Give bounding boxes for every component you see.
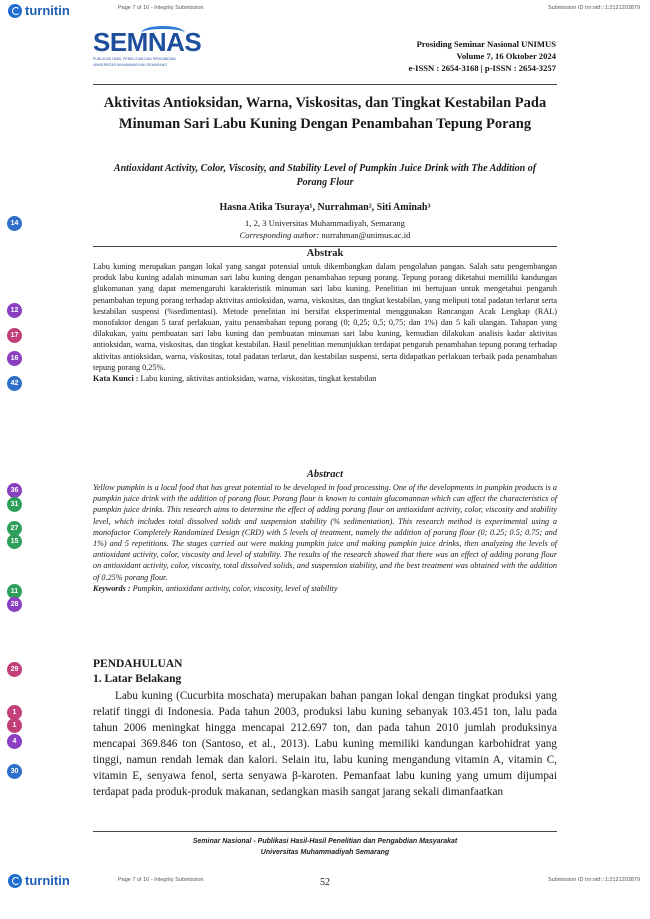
similarity-badge[interactable]: 30	[7, 764, 22, 779]
logo-arc-icon	[141, 26, 185, 40]
turnitin-logo-text: turnitin	[25, 3, 70, 18]
turnitin-logo-text-bottom: turnitin	[25, 873, 70, 888]
journal-name: Prosiding Seminar Nasional UNIMUS	[416, 39, 556, 49]
abstrak-section: Labu kuning merupakan pangan lokal yang …	[93, 261, 557, 384]
article-subtitle: Antioxidant Activity, Color, Viscosity, …	[113, 163, 537, 188]
submission-id-bottom: Submission ID trn:oid:::1:3121203879	[547, 877, 640, 883]
similarity-badge[interactable]: 29	[7, 662, 22, 677]
semnas-logo-sub1: PUBLIKASI HASIL PENELITIAN DAN PENGABDIA…	[93, 57, 176, 61]
similarity-badge[interactable]: 16	[7, 351, 22, 366]
footer-line2: Universitas Muhammadiyah Semarang	[260, 849, 390, 856]
footer-divider	[93, 831, 557, 832]
corresponding-email[interactable]: nurrahman@unimus.ac.id	[321, 230, 411, 240]
title-divider	[93, 246, 557, 247]
page-info-bottom: Page 7 of 16 - Integrity Submission	[118, 877, 204, 883]
abstrak-keywords-label: Kata Kunci :	[93, 374, 139, 384]
turnitin-header: turnitin Page 7 of 16 - Integrity Submis…	[0, 0, 650, 18]
abstract-body: Yellow pumpkin is a local food that has …	[93, 483, 557, 582]
similarity-badge[interactable]: 1	[7, 718, 22, 733]
turnitin-logo-bottom: turnitin	[8, 873, 70, 888]
affiliation: 1, 2, 3 Universitas Muhammadiyah, Semara…	[245, 218, 405, 228]
similarity-badge[interactable]: 15	[7, 534, 22, 549]
journal-info: Prosiding Seminar Nasional UNIMUS Volume…	[408, 38, 556, 74]
intro-heading: PENDAHULUAN	[93, 658, 183, 670]
article-title: Aktivitas Antioksidan, Warna, Viskositas…	[103, 95, 547, 132]
similarity-badge[interactable]: 4	[7, 734, 22, 749]
abstract-heading: Abstract	[306, 469, 344, 480]
abstract-keywords-text: Pumpkin, antioxidant activity, color, vi…	[132, 583, 338, 593]
abstract-keywords-label: Keywords :	[93, 583, 131, 593]
footer-line1: Seminar Nasional - Publikasi Hasil-Hasil…	[192, 838, 458, 845]
authors: Hasna Atika Tsuraya¹, Nurrahman², Siti A…	[219, 202, 431, 213]
abstrak-body: Labu kuning merupakan pangan lokal yang …	[93, 261, 557, 374]
similarity-badge[interactable]: 14	[7, 216, 22, 231]
page-footer: Seminar Nasional - Publikasi Hasil-Hasil…	[93, 836, 557, 858]
page-info: Page 7 of 16 - Integrity Submission	[118, 5, 204, 11]
similarity-badge[interactable]: 1	[7, 705, 22, 720]
abstrak-keywords-text: Labu kuning, aktivitas antioksidan, warn…	[140, 374, 377, 384]
similarity-badge[interactable]: 31	[7, 497, 22, 512]
semnas-logo-sub2: UNIVERSITAS MUHAMMADIYAH SEMARANG	[93, 63, 167, 67]
abstrak-keywords: Kata Kunci : Labu kuning, aktivitas anti…	[93, 373, 557, 384]
semnas-logo: SEMNAS PUBLIKASI HASIL PENELITIAN DAN PE…	[93, 26, 203, 67]
corresponding-label: Corresponding author:	[239, 230, 320, 240]
similarity-badge[interactable]: 28	[7, 597, 22, 612]
abstract-section: Yellow pumpkin is a local food that has …	[93, 482, 557, 594]
turnitin-footer: turnitin Page 7 of 16 - Integrity Submis…	[0, 870, 650, 888]
header-divider	[93, 84, 557, 85]
submission-id: Submission ID trn:oid:::1:3121203879	[547, 5, 640, 11]
journal-volume: Volume 7, 16 Oktober 2024	[456, 51, 556, 61]
page-number: 52	[320, 877, 330, 888]
intro-subheading: 1. Latar Belakang	[93, 673, 182, 685]
similarity-badge[interactable]: 36	[7, 483, 22, 498]
similarity-badge[interactable]: 11	[7, 584, 22, 599]
abstract-keywords: Keywords : Pumpkin, antioxidant activity…	[93, 583, 557, 594]
turnitin-icon	[8, 3, 22, 18]
corresponding-author: Corresponding author: nurrahman@unimus.a…	[100, 229, 550, 241]
similarity-badge[interactable]: 42	[7, 376, 22, 391]
affiliation-block: 1, 2, 3 Universitas Muhammadiyah, Semara…	[100, 217, 550, 241]
abstrak-heading: Abstrak	[306, 248, 344, 259]
similarity-badge[interactable]: 17	[7, 328, 22, 343]
turnitin-logo: turnitin	[8, 3, 70, 18]
journal-issn: e-ISSN : 2654-3168 | p-ISSN : 2654-3257	[408, 63, 556, 73]
turnitin-icon	[8, 873, 22, 888]
similarity-badge[interactable]: 27	[7, 521, 22, 536]
similarity-badge[interactable]: 12	[7, 303, 22, 318]
intro-body: Labu kuning (Cucurbita moschata) merupak…	[93, 690, 557, 798]
